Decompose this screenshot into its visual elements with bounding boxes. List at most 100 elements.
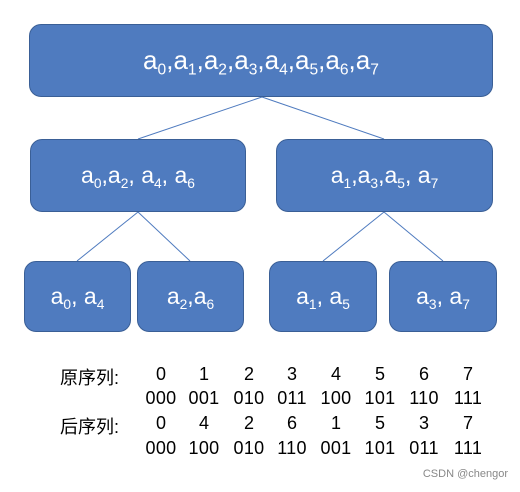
term-subscript: 5 <box>342 296 350 312</box>
term-subscript: 4 <box>153 175 162 191</box>
connector-root-right <box>261 96 385 140</box>
term-separator: , <box>187 283 194 309</box>
term-subscript: 6 <box>339 61 349 79</box>
term-separator: , <box>404 162 418 188</box>
original-index-cell: 7 <box>462 364 474 384</box>
term-base: a <box>330 162 344 188</box>
reordered-index-cell: 5 <box>374 413 386 433</box>
original-binary-cell: 101 <box>364 388 396 408</box>
term-subscript: 1 <box>187 61 197 79</box>
term-separator: , <box>257 45 265 75</box>
sequence-term: a4 <box>83 283 105 312</box>
original-binary-cell: 110 <box>409 388 439 408</box>
connector-right-a37 <box>383 211 444 262</box>
sequence-term: a5 <box>329 283 350 312</box>
term-base: a <box>193 283 207 309</box>
original-binary-cell: 111 <box>453 388 483 408</box>
reordered-binary-cell: 100 <box>188 438 220 458</box>
reordered-index-cell: 0 <box>155 413 167 433</box>
leaf-node-a2-a6: a2,a6 <box>137 261 244 332</box>
term-separator: , <box>351 162 358 188</box>
original-index-cell: 1 <box>198 364 210 384</box>
reordered-binary-cell: 010 <box>233 438 265 458</box>
term-subscript: 4 <box>96 296 105 312</box>
term-separator: , <box>436 283 450 309</box>
sequence-term: a5 <box>295 45 318 78</box>
odd-index-node: a1,a3,a5, a7 <box>276 139 493 212</box>
term-separator: , <box>316 283 330 309</box>
sequence-term: a2 <box>204 45 227 79</box>
original-index-cell: 4 <box>330 364 342 384</box>
term-subscript: 3 <box>370 175 379 191</box>
original-index-cell: 2 <box>243 364 255 384</box>
term-base: a <box>264 45 280 75</box>
term-subscript: 0 <box>157 61 167 79</box>
term-subscript: 3 <box>428 296 437 312</box>
reordered-index-cell: 4 <box>198 413 210 433</box>
sequence-term: a4 <box>264 45 288 79</box>
watermark: CSDN @chengor <box>422 468 508 480</box>
term-subscript: 4 <box>279 61 288 79</box>
sequence-term: a7 <box>449 283 469 311</box>
even-index-node: a0,a2, a4, a6 <box>30 139 246 212</box>
term-separator: , <box>166 45 174 75</box>
reordered-binary-cell: 101 <box>364 438 396 458</box>
sequence-term: a1 <box>173 45 197 79</box>
sequence-term: a0 <box>50 283 72 312</box>
term-base: a <box>107 162 121 188</box>
term-subscript: 7 <box>430 175 439 191</box>
term-base: a <box>50 283 64 309</box>
term-base: a <box>81 162 94 188</box>
term-base: a <box>83 283 97 309</box>
term-separator: , <box>226 45 235 75</box>
term-base: a <box>296 283 309 309</box>
sequence-term: a3 <box>416 283 437 312</box>
term-subscript: 1 <box>343 175 352 191</box>
term-base: a <box>355 45 371 75</box>
reordered-binary-cell: 011 <box>409 438 439 458</box>
term-separator: , <box>71 283 84 309</box>
term-subscript: 7 <box>370 61 379 79</box>
reordered-binary-cell: 110 <box>277 438 307 458</box>
term-subscript: 0 <box>63 296 72 312</box>
reordered-binary-cell: 000 <box>145 438 177 458</box>
sequence-term: a1 <box>330 162 352 191</box>
term-base: a <box>173 45 188 75</box>
sequence-term: a3 <box>234 45 258 79</box>
original-sequence-label: 原序列: <box>60 368 120 388</box>
term-separator: , <box>318 45 326 75</box>
reordered-binary-cell: 111 <box>453 438 483 458</box>
term-subscript: 6 <box>187 175 195 191</box>
sequence-term: a2 <box>167 283 187 311</box>
original-binary-cell: 010 <box>233 388 265 408</box>
sequence-term: a7 <box>418 162 439 191</box>
term-base: a <box>325 45 340 75</box>
term-base: a <box>295 45 310 75</box>
term-separator: , <box>287 45 295 75</box>
term-base: a <box>384 162 398 188</box>
leaf-node-a0-a4: a0, a4 <box>24 261 131 332</box>
sequence-term: a3 <box>358 162 379 191</box>
reordered-index-cell: 1 <box>330 413 342 433</box>
reordered-index-cell: 6 <box>286 413 298 433</box>
sequence-term: a7 <box>355 45 379 79</box>
term-separator: , <box>101 162 108 188</box>
connector-right-a15 <box>322 211 385 262</box>
term-subscript: 2 <box>120 175 129 191</box>
term-subscript: 2 <box>218 61 227 79</box>
sequence-term: a0 <box>143 45 167 79</box>
original-binary-cell: 100 <box>320 388 352 408</box>
term-base: a <box>416 283 429 309</box>
connector-left-a26 <box>137 211 191 262</box>
reordered-index-cell: 2 <box>243 413 255 433</box>
sequence-term: a5 <box>384 162 405 190</box>
sequence-term: a6 <box>193 283 214 311</box>
term-subscript: 3 <box>248 61 258 79</box>
term-separator: , <box>161 162 175 188</box>
original-binary-cell: 011 <box>277 388 307 408</box>
term-separator: , <box>348 45 356 75</box>
reordered-index-cell: 3 <box>418 413 430 433</box>
term-separator: , <box>378 162 385 188</box>
